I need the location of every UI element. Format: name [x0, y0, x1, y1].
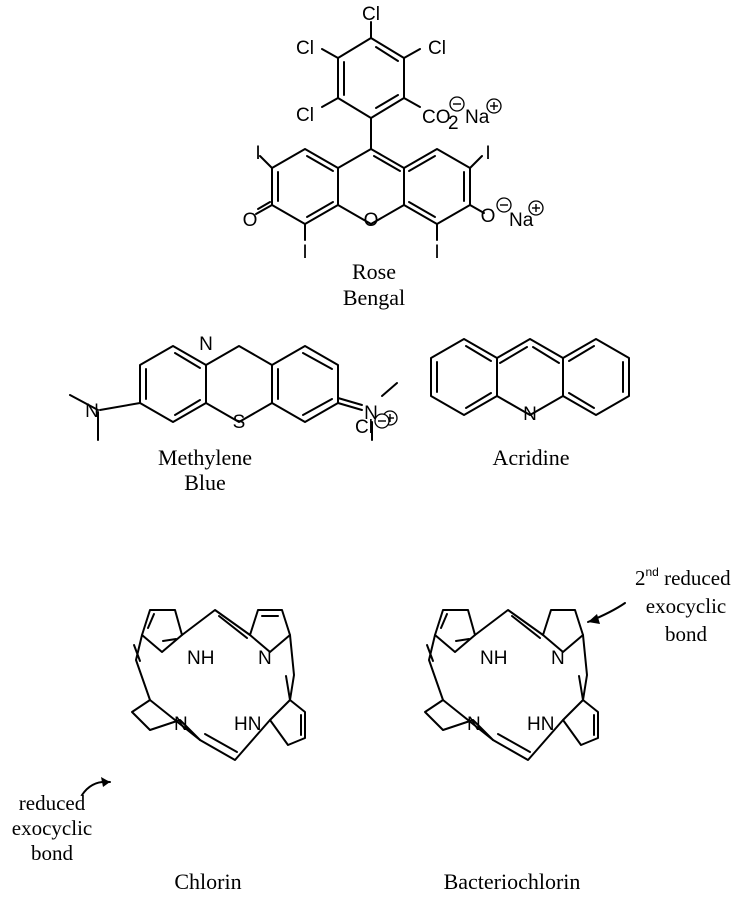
acridine-structure	[430, 338, 630, 416]
methylene-blue-caption-line2: Blue	[184, 470, 226, 495]
bacteriochlorin-atom-labels: NH N N HN	[467, 648, 565, 735]
bacterio-annotation-line1: 2nd reduced	[635, 565, 731, 590]
atom-label: NH	[480, 648, 507, 669]
arrowhead-icon	[101, 777, 110, 787]
atom-label: I	[434, 242, 439, 263]
rose-bengal-atom-labels: Cl Cl Cl Cl CO 2 Na I I O O O Na I I	[243, 4, 534, 263]
atom-label: NH	[187, 648, 214, 669]
positive-charge-icon	[528, 200, 544, 216]
atom-label: Cl	[296, 105, 314, 126]
bacterio-annotation-line3: bond	[665, 622, 708, 646]
atom-label: Cl	[355, 417, 373, 438]
atom-label: I	[302, 242, 307, 263]
chlorin-atom-labels: NH N N HN	[174, 648, 272, 735]
atom-label: O	[243, 210, 258, 231]
atom-label: I	[485, 143, 490, 164]
chlorin-caption: Chlorin	[174, 869, 241, 894]
atom-label: HN	[234, 714, 261, 735]
bacteriochlorin-structure	[424, 609, 599, 761]
arrowhead-icon	[588, 614, 600, 624]
atom-label: 2	[448, 113, 459, 134]
atom-label: O	[364, 210, 379, 231]
atom-label: S	[233, 412, 246, 433]
bacterio-annotation-line2: exocyclic	[646, 594, 726, 618]
atom-label: N	[174, 714, 188, 735]
atom-label: N	[258, 648, 272, 669]
rose-bengal-caption-line2: Bengal	[343, 285, 405, 310]
negative-charge-icon	[496, 197, 512, 213]
chlorin-annotation-line3: bond	[31, 841, 74, 865]
atom-label: Na	[465, 107, 490, 128]
rose-bengal-caption-line1: Rose	[352, 259, 396, 284]
atom-label: Cl	[362, 4, 380, 25]
chlorin-annotation-line1: reduced	[19, 791, 86, 815]
atom-label: I	[255, 143, 260, 164]
atom-label: N	[467, 714, 481, 735]
rose-bengal-structure	[255, 21, 485, 241]
methylene-blue-caption-line1: Methylene	[158, 445, 252, 470]
atom-label: HN	[527, 714, 554, 735]
atom-label: N	[364, 403, 378, 424]
atom-label: O	[481, 206, 496, 227]
atom-label: N	[85, 401, 99, 422]
atom-label: Cl	[296, 38, 314, 59]
cl-minus-icon	[374, 413, 390, 429]
atom-label: Cl	[428, 38, 446, 59]
atom-label: Na	[509, 210, 534, 231]
methylene-blue-atom-labels: N S N N Cl	[85, 334, 378, 438]
chlorin-annotation-line2: exocyclic	[12, 816, 92, 840]
acridine-caption: Acridine	[493, 445, 570, 470]
atom-label: N	[523, 404, 537, 425]
atom-label: N	[199, 334, 213, 355]
negative-charge-icon	[449, 96, 465, 112]
chlorin-structure	[131, 609, 306, 761]
methylene-blue-structure	[69, 345, 398, 441]
positive-charge-icon	[486, 98, 502, 114]
bacteriochlorin-caption: Bacteriochlorin	[444, 869, 581, 894]
atom-label: N	[551, 648, 565, 669]
atom-label: CO	[422, 107, 451, 128]
